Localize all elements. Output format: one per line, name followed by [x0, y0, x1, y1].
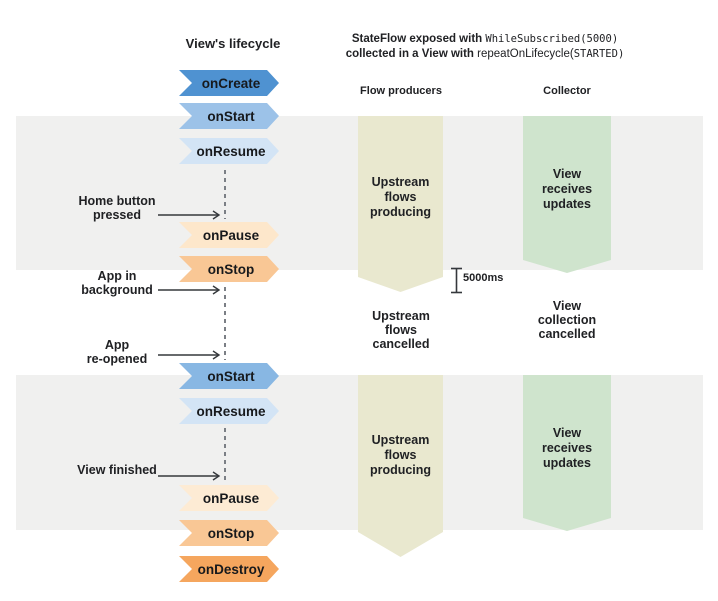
dotted-connector-2 [224, 287, 226, 360]
chevron-onstop-1: onStop [179, 256, 279, 282]
producer-band-1-label: Upstream flows producing [369, 174, 432, 219]
collector-header: Collector [543, 85, 591, 97]
collector-band-1-label: View receives updates [541, 167, 593, 211]
collector-band-1: View receives updates [523, 116, 611, 273]
arrow-icon [158, 210, 221, 220]
dotted-connector-3 [224, 428, 226, 481]
timeout-bracket-icon [451, 267, 462, 294]
lifecycle-title: View's lifecycle [185, 36, 281, 51]
chevron-ondestroy: onDestroy [179, 556, 279, 582]
upstream-cancelled-label: Upstream flows cancelled [372, 309, 430, 351]
chevron-onresume-2: onResume [179, 398, 279, 424]
chevron-onresume-1: onResume [179, 138, 279, 164]
chevron-onstop-2: onStop [179, 520, 279, 546]
chevron-onstart-1: onStart [179, 103, 279, 129]
chevron-oncreate: onCreate [179, 70, 279, 96]
subtitle-line-2: collected in a View with repeatOnLifecyc… [345, 48, 625, 60]
chevron-onpause-2: onPause [179, 485, 279, 511]
collector-band-2: View receives updates [523, 375, 611, 531]
app-in-background-label: App in background [81, 269, 153, 297]
chevron-onstart-2: onStart [179, 363, 279, 389]
home-button-pressed-label: Home button pressed [78, 194, 156, 222]
view-finished-label: View finished [77, 463, 157, 477]
dotted-connector-1 [224, 170, 226, 219]
timeout-label: 5000ms [463, 272, 504, 284]
producer-band-1: Upstream flows producing [358, 116, 443, 292]
chevron-onpause-1: onPause [179, 222, 279, 248]
producer-band-2: Upstream flows producing [358, 375, 443, 557]
app-reopened-label: App re-opened [86, 338, 148, 366]
arrow-icon [158, 285, 221, 295]
view-cancelled-label: View collection cancelled [537, 299, 597, 341]
arrow-icon [158, 471, 221, 481]
flow-producers-header: Flow producers [360, 85, 442, 97]
producer-band-2-label: Upstream flows producing [369, 432, 432, 477]
arrow-icon [158, 350, 221, 360]
collector-band-2-label: View receives updates [541, 425, 593, 470]
subtitle-line-1: StateFlow exposed with WhileSubscribed(5… [351, 33, 619, 45]
stateflow-subtitle: StateFlow exposed with WhileSubscribed(5… [334, 32, 636, 62]
